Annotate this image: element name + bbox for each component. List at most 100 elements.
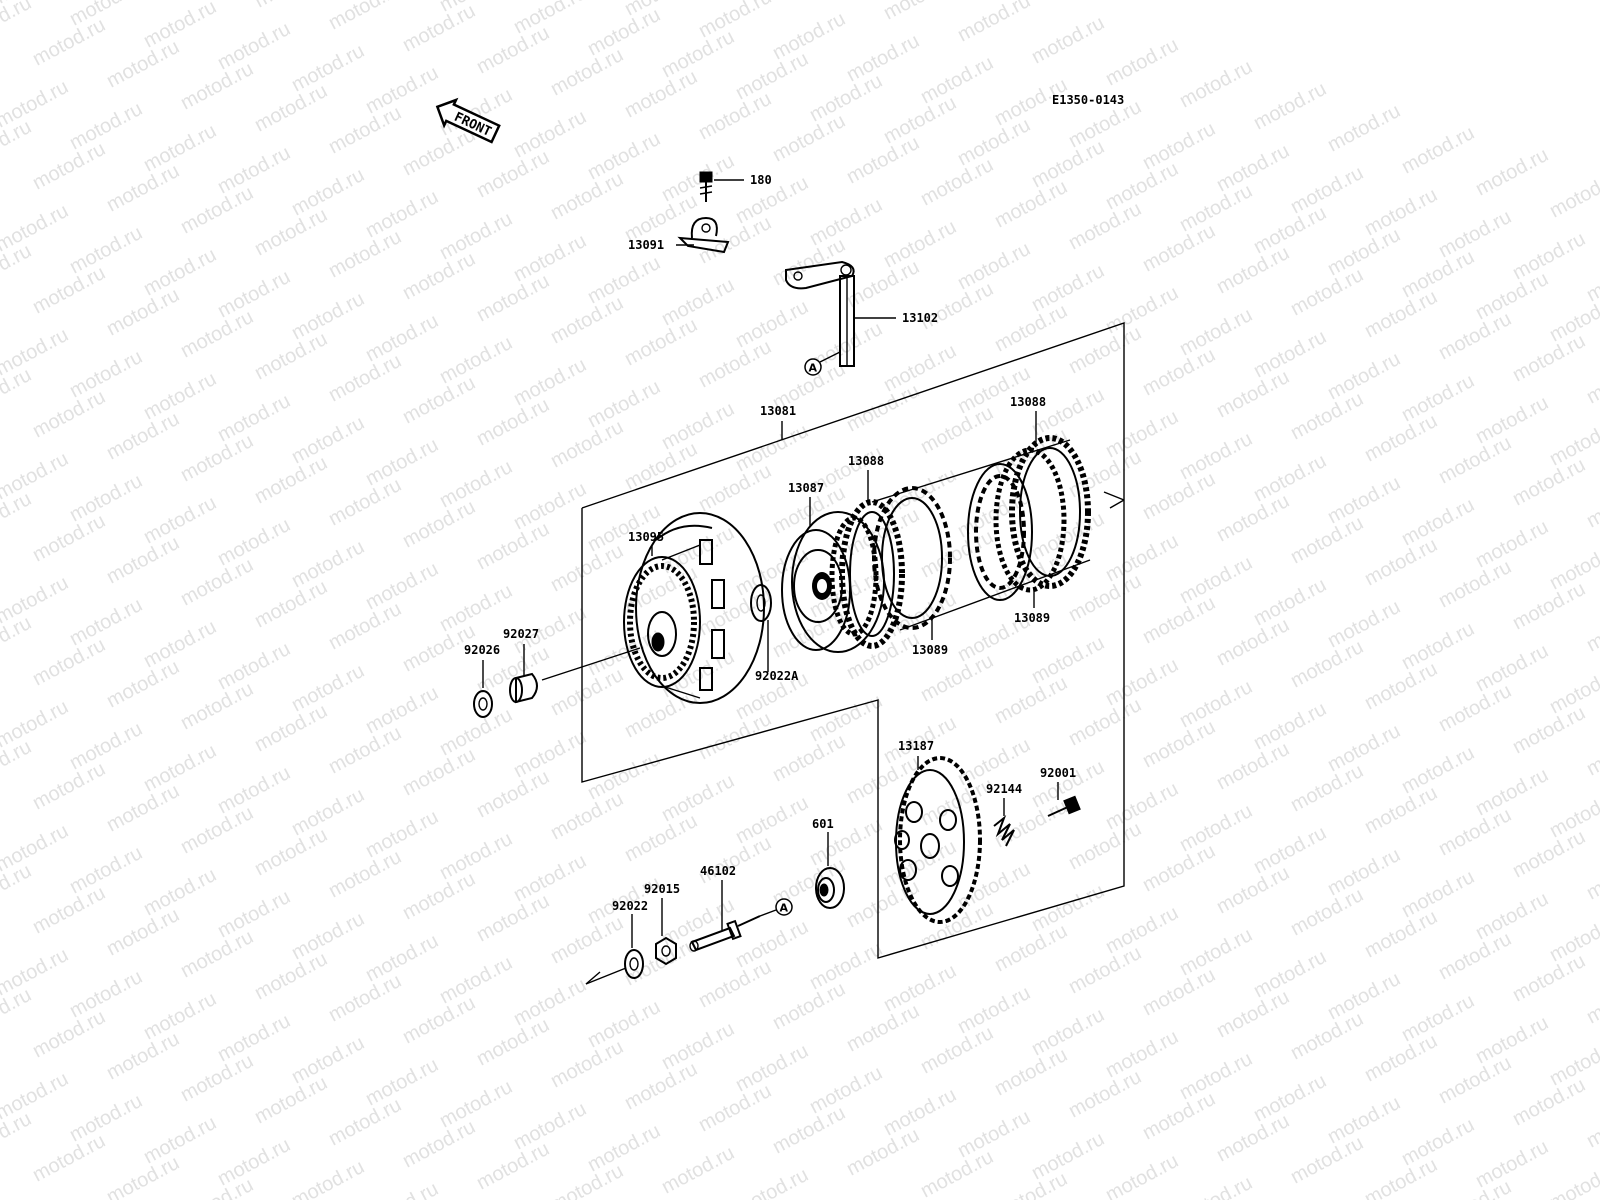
- watermark-text: motod.ru: [399, 372, 479, 428]
- watermark-text: motod.ru: [547, 292, 627, 348]
- watermark-text: motod.ru: [621, 1058, 701, 1114]
- watermark-text: motod.ru: [103, 532, 183, 588]
- watermark-text: motod.ru: [547, 44, 627, 100]
- watermark-text: motod.ru: [1176, 924, 1256, 980]
- watermark-text: motod.ru: [140, 616, 220, 672]
- watermark-text: motod.ru: [1361, 1030, 1441, 1086]
- watermark-text: motod.ru: [1102, 1026, 1182, 1082]
- watermark-text: motod.ru: [288, 164, 368, 220]
- watermark-text: motod.ru: [436, 208, 516, 264]
- watermark-text: motod.ru: [806, 70, 886, 126]
- watermark-text: motod.ru: [732, 1040, 812, 1096]
- watermark-text: motod.ru: [1324, 348, 1404, 404]
- watermark-text: motod.ru: [1213, 490, 1293, 546]
- watermark-text: motod.ru: [29, 510, 109, 566]
- watermark-text: motod.ru: [1435, 804, 1515, 860]
- watermark-text: motod.ru: [658, 26, 738, 82]
- watermark-text: motod.ru: [510, 354, 590, 410]
- watermark-text: motod.ru: [1509, 228, 1589, 284]
- watermark-text: motod.ru: [1102, 282, 1182, 338]
- watermark-text: motod.ru: [1028, 632, 1108, 688]
- watermark-text: motod.ru: [695, 460, 775, 516]
- watermark-text: motod.ru: [695, 956, 775, 1012]
- watermark-text: motod.ru: [1250, 78, 1330, 134]
- label-601: 601: [812, 817, 834, 831]
- watermark-text: motod.ru: [1139, 964, 1219, 1020]
- watermark-text: motod.ru: [66, 1090, 146, 1146]
- watermark-text: motod.ru: [621, 66, 701, 122]
- watermark-text: motod.ru: [880, 216, 960, 272]
- watermark-text: motod.ru: [1213, 986, 1293, 1042]
- watermark-text: motod.ru: [251, 700, 331, 756]
- watermark-text: motod.ru: [584, 376, 664, 432]
- washer-92026: [473, 660, 493, 718]
- watermark-text: motod.ru: [954, 114, 1034, 170]
- watermark-text: motod.ru: [695, 336, 775, 392]
- watermark-text: motod.ru: [1176, 304, 1256, 360]
- watermark-text: motod.ru: [1509, 702, 1589, 758]
- watermark-text: motod.ru: [177, 926, 257, 982]
- watermark-text: motod.ru: [1028, 1004, 1108, 1060]
- watermark-text: motod.ru: [547, 1160, 627, 1200]
- watermark-text: motod.ru: [1509, 578, 1589, 634]
- watermark-text: motod.ru: [1102, 34, 1182, 90]
- watermark-text: motod.ru: [991, 920, 1071, 976]
- watermark-text: motod.ru: [362, 1054, 442, 1110]
- watermark-text: motod.ru: [1361, 1154, 1441, 1200]
- label-13095: 13095: [628, 530, 664, 544]
- watermark-text: motod.ru: [251, 824, 331, 880]
- watermark-text: motod.ru: [362, 434, 442, 490]
- label-92022: 92022: [612, 899, 648, 913]
- watermark-text: motod.ru: [1102, 1150, 1182, 1200]
- watermark-text: motod.ru: [1472, 268, 1552, 324]
- watermark-text: motod.ru: [732, 296, 812, 352]
- watermark-text: motod.ru: [436, 828, 516, 884]
- watermark-text: motod.ru: [214, 886, 294, 942]
- watermark-text: motod.ru: [140, 740, 220, 796]
- watermark-text: motod.ru: [140, 368, 220, 424]
- watermark-text: motod.ru: [843, 380, 923, 436]
- watermark-text: motod.ru: [103, 780, 183, 836]
- watermark-text: motod.ru: [658, 894, 738, 950]
- watermark-text: motod.ru: [1287, 264, 1367, 320]
- watermark-text: motod.ru: [991, 1044, 1071, 1100]
- watermark-text: motod.ru: [288, 536, 368, 592]
- watermark-text: motod.ru: [399, 744, 479, 800]
- watermark-text: motod.ru: [1435, 680, 1515, 736]
- watermark-text: motod.ru: [1250, 822, 1330, 878]
- watermark-text: motod.ru: [843, 1124, 923, 1180]
- watermark-text: motod.ru: [251, 452, 331, 508]
- watermark-text: motod.ru: [1435, 206, 1515, 262]
- watermark-text: motod.ru: [769, 730, 849, 786]
- watermark-text: motod.ru: [473, 518, 553, 574]
- watermark-text: motod.ru: [1472, 392, 1552, 448]
- watermark-text: motod.ru: [621, 810, 701, 866]
- tick-right-2: [1109, 499, 1125, 509]
- watermark-text: motod.ru: [1398, 866, 1478, 922]
- watermark-text: motod.ru: [66, 594, 146, 650]
- watermark-text: motod.ru: [1213, 614, 1293, 670]
- watermark-text: motod.ru: [103, 36, 183, 92]
- watermark-text: motod.ru: [658, 398, 738, 454]
- watermark-text: motod.ru: [584, 996, 664, 1052]
- watermark-text: motod.ru: [1398, 618, 1478, 674]
- watermark-text: motod.ru: [954, 982, 1034, 1038]
- watermark-text: motod.ru: [584, 1120, 664, 1176]
- watermark-text: motod.ru: [1139, 716, 1219, 772]
- bearing-601: [815, 832, 845, 909]
- watermark-text: motod.ru: [1472, 516, 1552, 572]
- label-13089-right: 13089: [1014, 611, 1050, 625]
- watermark-text: motod.ru: [1139, 592, 1219, 648]
- watermark-text: motod.ru: [1065, 694, 1145, 750]
- watermark-text: motod.ru: [325, 474, 405, 530]
- watermark-text: motod.ru: [1176, 676, 1256, 732]
- watermark-text: motod.ru: [1176, 1172, 1256, 1200]
- watermark-text: motod.ru: [991, 672, 1071, 728]
- watermark-text: motod.ru: [473, 22, 553, 78]
- watermark-text: motod.ru: [806, 194, 886, 250]
- watermark-text: motod.ru: [251, 1072, 331, 1128]
- assembly-outline: [581, 322, 1125, 959]
- watermark-text: motod.ru: [917, 650, 997, 706]
- watermark-text: motod.ru: [1546, 166, 1600, 222]
- watermark-text: motod.ru: [177, 802, 257, 858]
